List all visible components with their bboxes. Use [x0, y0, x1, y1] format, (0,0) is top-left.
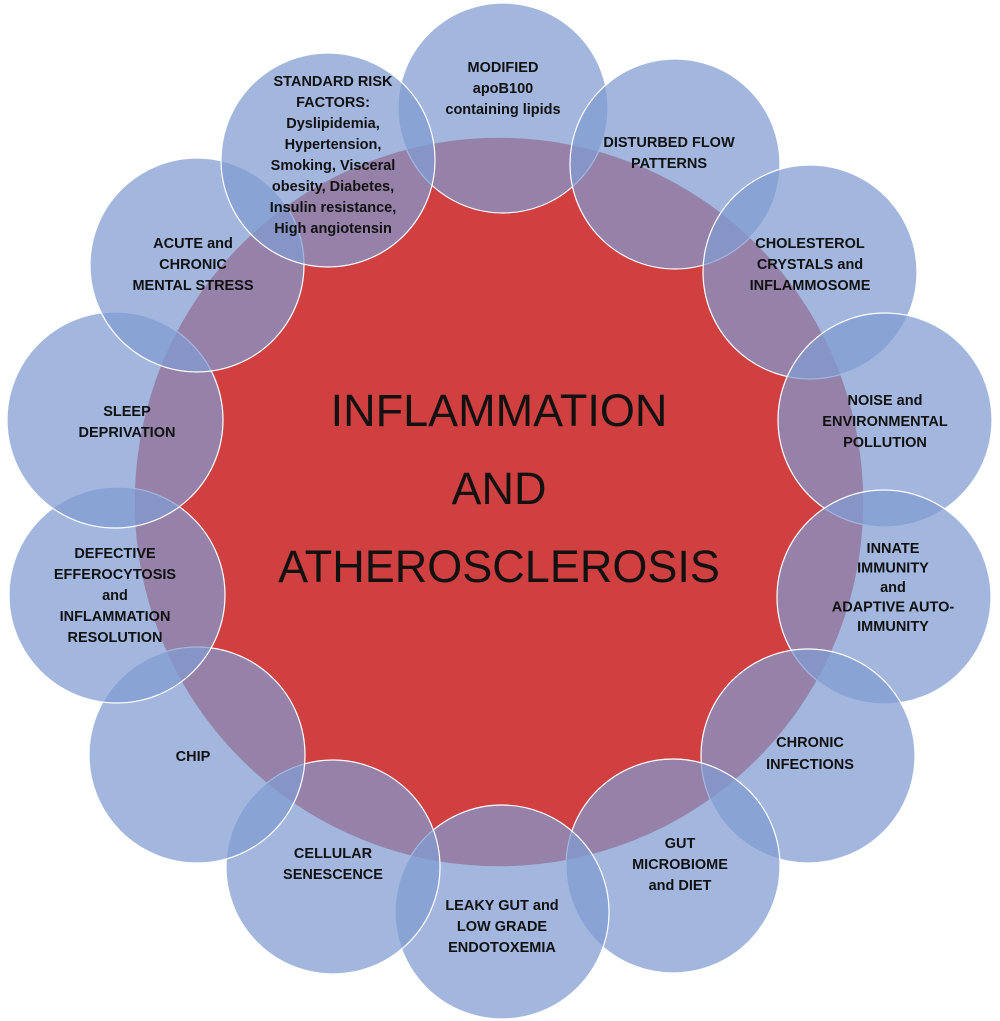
- satellite-label-line: High angiotensin: [274, 221, 392, 237]
- satellite-label-line: MODIFIED: [468, 60, 539, 76]
- satellite-label-line: INFLAMMOSOME: [750, 278, 871, 294]
- satellite-label-line: ACUTE and: [153, 236, 233, 252]
- satellite-label-line: SENESCENCE: [283, 867, 383, 883]
- satellite-label-line: LOW GRADE: [457, 919, 548, 935]
- satellite-label-line: EFFEROCYTOSIS: [54, 567, 177, 583]
- satellite-label-line: INFECTIONS: [766, 757, 854, 773]
- satellite-label-gut-microbiome: GUT MICROBIOME and DIET: [632, 836, 728, 894]
- satellite-label-line: IMMUNITY: [857, 561, 929, 577]
- satellite-label-line: Insulin resistance,: [270, 200, 397, 216]
- center-title-line-2: AND: [451, 463, 546, 514]
- satellite-label-line: ADAPTIVE AUTO-: [832, 600, 955, 616]
- satellite-label-modified-apob100: MODIFIED apoB100 containing lipids: [445, 60, 560, 118]
- satellite-label-line: IMMUNITY: [857, 619, 929, 635]
- satellite-label-line: Hypertension,: [285, 137, 382, 153]
- center-title-line-1: INFLAMMATION: [331, 385, 668, 436]
- satellite-label-line: LEAKY GUT and: [445, 898, 558, 914]
- satellite-label-line: POLLUTION: [843, 435, 927, 451]
- satellite-label-disturbed-flow: DISTURBED FLOW PATTERNS: [603, 135, 735, 172]
- satellite-label-line: DISTURBED FLOW: [603, 135, 735, 151]
- satellite-label-line: MENTAL STRESS: [132, 278, 253, 294]
- satellite-circle-standard-risk-factors: [220, 52, 436, 268]
- satellite-label-standard-risk-factors: STANDARD RISK FACTORS: Dyslipidemia, Hypert…: [270, 74, 397, 237]
- satellite-label-line: GUT: [665, 836, 696, 852]
- satellite-label-line: and: [880, 580, 906, 596]
- satellite-label-line: INNATE: [867, 541, 920, 557]
- satellite-label-line: PATTERNS: [631, 156, 707, 172]
- satellite-label-line: DEPRIVATION: [79, 425, 176, 441]
- satellite-label-line: Smoking, Visceral: [271, 158, 396, 174]
- satellite-label-sleep-deprivation: SLEEP DEPRIVATION: [79, 404, 176, 441]
- satellite-label-line: STANDARD RISK: [274, 74, 393, 90]
- satellite-label-line: CHOLESTEROL: [755, 236, 865, 252]
- satellite-label-line: ENVIRONMENTAL: [822, 414, 948, 430]
- satellite-label-line: FACTORS:: [296, 95, 370, 111]
- satellite-label-line: CELLULAR: [294, 846, 373, 862]
- satellite-label-line: MICROBIOME: [632, 857, 728, 873]
- center-title-line-3: ATHEROSCLEROSIS: [278, 541, 720, 592]
- satellite-label-line: INFLAMMATION: [60, 609, 171, 625]
- satellite-label-line: Dyslipidemia,: [286, 116, 379, 132]
- satellite-label-line: CHIP: [176, 749, 211, 765]
- satellite-label-line: ENDOTOXEMIA: [448, 940, 556, 956]
- satellite-label-line: NOISE and: [848, 393, 923, 409]
- satellite-label-cellular-senescence: CELLULAR SENESCENCE: [283, 846, 383, 883]
- satellite-label-line: obesity, Diabetes,: [272, 179, 394, 195]
- satellite-label-line: CHRONIC: [776, 735, 844, 751]
- satellite-label-line: RESOLUTION: [67, 630, 162, 646]
- satellite-label-line: containing lipids: [445, 102, 560, 118]
- satellite-label-line: and DIET: [649, 878, 712, 894]
- satellite-label-line: DEFECTIVE: [74, 546, 156, 562]
- satellite-label-line: SLEEP: [103, 404, 151, 420]
- satellite-label-line: CHRONIC: [159, 257, 227, 273]
- satellite-label-line: CRYSTALS and: [757, 257, 863, 273]
- satellite-label-line: and: [102, 588, 128, 604]
- satellite-label-line: apoB100: [473, 81, 533, 97]
- satellite-label-chronic-infections: CHRONIC INFECTIONS: [766, 735, 854, 773]
- satellite-label-chip: CHIP: [176, 749, 211, 765]
